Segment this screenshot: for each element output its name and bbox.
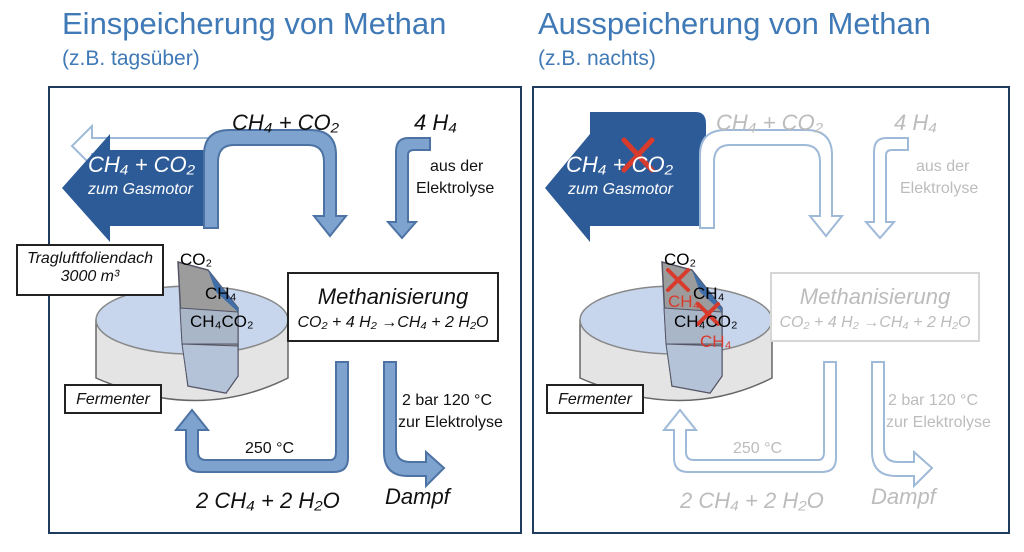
left-return-arrow bbox=[173, 361, 349, 473]
left-tank-label-line1: Tragluftfoliendach bbox=[27, 250, 153, 267]
right-return-arrow bbox=[661, 361, 837, 473]
right-bar-line2: zur Elektrolyse bbox=[886, 414, 991, 431]
left-h-input: 4 H₄ bbox=[414, 110, 458, 135]
left-bar-line1: 2 bar 120 °C bbox=[402, 392, 493, 409]
left-fermenter-label: Fermenter bbox=[64, 384, 162, 414]
left-tank-label: Tragluftfoliendach 3000 m³ bbox=[16, 244, 164, 296]
left-bar-line2: zur Elektrolyse bbox=[398, 414, 503, 431]
right-top-arch-arrow bbox=[699, 129, 845, 238]
left-steam-arrow bbox=[383, 361, 446, 489]
left-layer-ch4: CH₄ bbox=[205, 284, 237, 303]
left-tank-label-line2: 3000 m³ bbox=[60, 268, 120, 285]
left-top-label: CH₄ + CO₂ bbox=[232, 110, 340, 135]
right-fermenter-label: Fermenter bbox=[546, 384, 644, 414]
right-layer-ch4-red2: CH₄ bbox=[700, 332, 732, 351]
right-h4-arrow bbox=[863, 137, 909, 240]
right-layer-co2: CO₂ bbox=[664, 250, 697, 269]
left-meth-title: Methanisierung bbox=[317, 284, 469, 309]
right-panel bbox=[532, 86, 1010, 534]
right-tank-cross-icon-1 bbox=[666, 268, 690, 292]
right-steam-arrow bbox=[871, 361, 934, 489]
right-gas-out-arrow bbox=[545, 112, 706, 242]
right-elektrolyse: Elektrolyse bbox=[900, 180, 979, 197]
right-layer-ch4-red: CH₄ bbox=[668, 292, 700, 311]
right-methanisierung-box: Methanisierung CO₂ + 4 H₂ →CH₄ + 2 H₂O bbox=[770, 272, 980, 342]
right-bottom-eq: 2 CH₄ + 2 H₂O bbox=[680, 488, 824, 513]
right-tank-cross-icon-2 bbox=[696, 302, 720, 326]
right-subtitle: (z.B. nachts) bbox=[538, 47, 656, 70]
left-layer-co2: CO₂ bbox=[180, 250, 213, 269]
right-out-arrow-text: CH₄ + CO₂ bbox=[566, 152, 674, 177]
left-elektrolyse: Elektrolyse bbox=[416, 180, 495, 197]
left-aus-der: aus der bbox=[430, 158, 484, 175]
right-h-input: 4 H₄ bbox=[894, 110, 938, 135]
left-gas-out-arrow bbox=[62, 134, 210, 242]
right-dampf: Dampf bbox=[871, 484, 936, 509]
right-out-arrow-subtext: zum Gasmotor bbox=[568, 181, 673, 198]
right-layer-ch4: CH₄ bbox=[693, 284, 725, 303]
right-temp: 250 °C bbox=[733, 440, 783, 457]
right-bar-line1: 2 bar 120 °C bbox=[888, 392, 979, 409]
right-layer-ch4co2: CH₄CO₂ bbox=[674, 312, 738, 331]
left-panel bbox=[48, 86, 522, 534]
left-title: Einspeicherung von Methan bbox=[62, 6, 447, 41]
left-meth-eq: CO₂ + 4 H₂ →CH₄ + 2 H₂O bbox=[297, 314, 489, 331]
left-temp: 250 °C bbox=[245, 440, 295, 457]
right-out-cross-icon bbox=[621, 137, 655, 173]
left-bottom-eq: 2 CH₄ + 2 H₂O bbox=[196, 488, 340, 513]
left-subtitle: (z.B. tagsüber) bbox=[62, 47, 200, 70]
left-layer-ch4co2: CH₄CO₂ bbox=[190, 312, 254, 331]
right-title: Ausspeicherung von Methan bbox=[538, 6, 931, 41]
left-out-arrow-subtext: zum Gasmotor bbox=[88, 181, 193, 198]
right-top-label: CH₄ + CO₂ bbox=[716, 110, 824, 135]
right-meth-eq: CO₂ + 4 H₂ →CH₄ + 2 H₂O bbox=[779, 314, 971, 331]
left-top-arch-arrow bbox=[203, 129, 349, 238]
right-tank bbox=[579, 261, 773, 402]
right-meth-title: Methanisierung bbox=[799, 284, 951, 309]
left-dampf: Dampf bbox=[385, 484, 450, 509]
left-h4-arrow bbox=[385, 137, 431, 240]
left-out-arrow-text: CH₄ + CO₂ bbox=[88, 152, 196, 177]
left-methanisierung-box: Methanisierung CO₂ + 4 H₂ →CH₄ + 2 H₂O bbox=[287, 272, 499, 342]
right-aus-der: aus der bbox=[916, 158, 970, 175]
